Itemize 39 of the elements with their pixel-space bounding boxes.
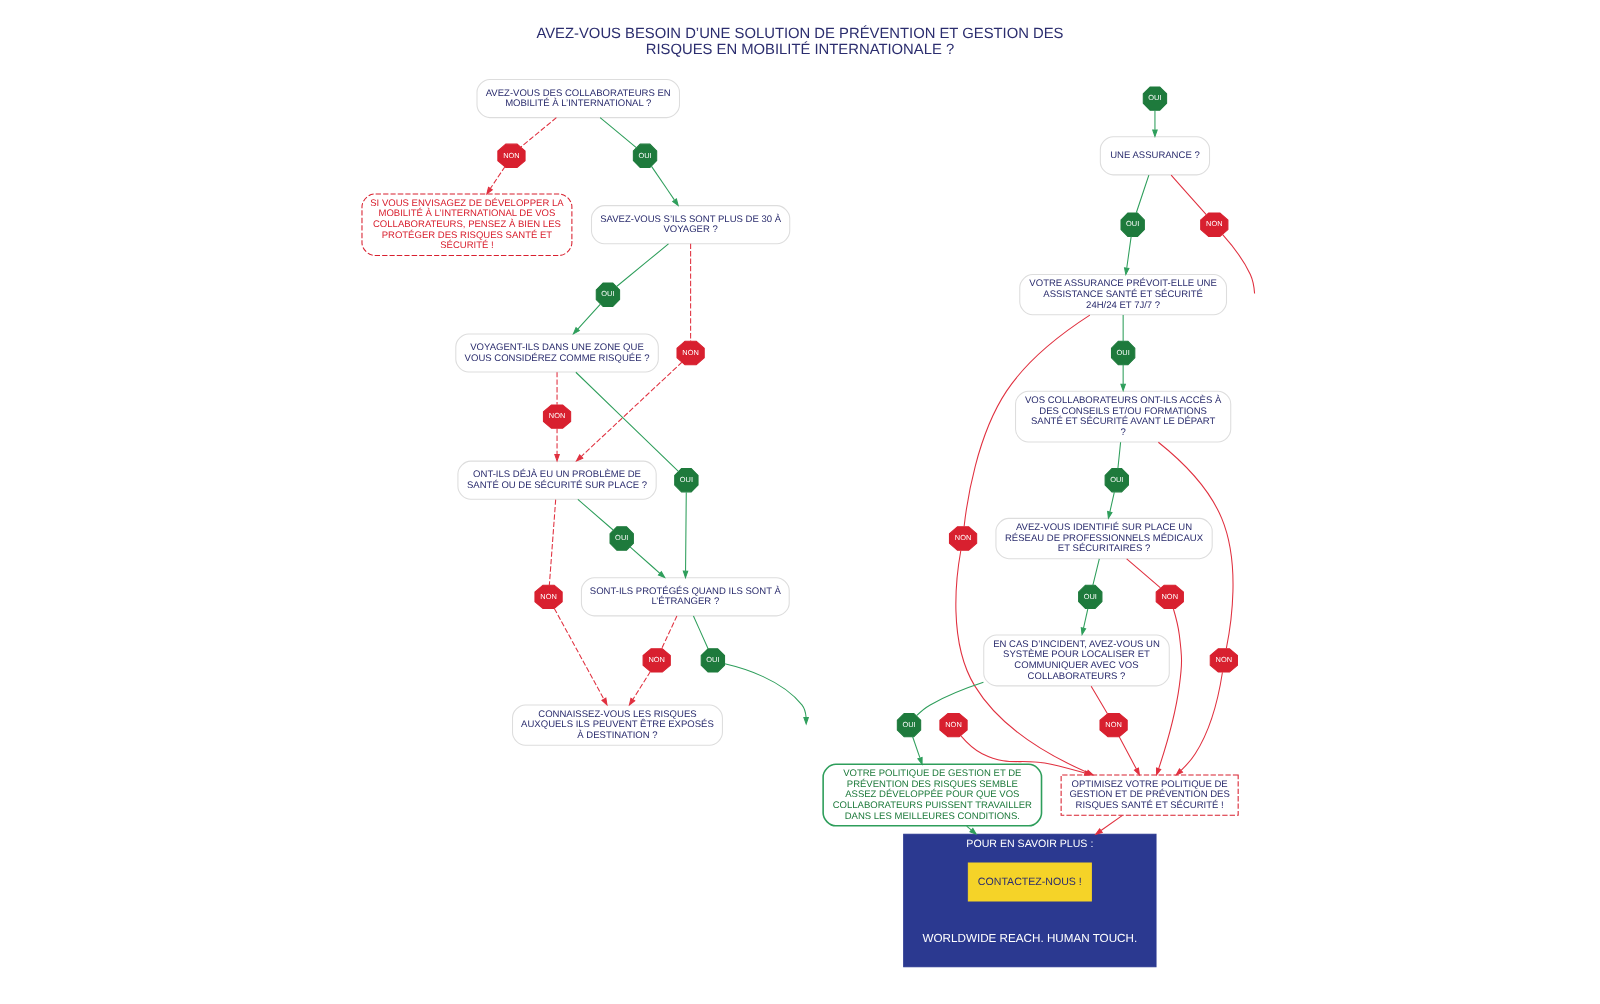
connector: [548, 498, 557, 585]
connector: [963, 313, 1091, 527]
arrow: [629, 545, 666, 578]
connector: [1135, 173, 1150, 213]
connector: [1117, 440, 1122, 468]
connector: [1170, 173, 1207, 215]
arrow: [628, 670, 651, 706]
arrow: [1151, 108, 1158, 137]
connector: [1122, 313, 1124, 341]
arrow: [912, 735, 923, 765]
connector: [556, 370, 558, 405]
arrow: [1107, 490, 1115, 519]
arrow: [1123, 234, 1132, 275]
arrow: [1156, 607, 1183, 776]
arrow: [1094, 813, 1123, 835]
connector: [1126, 557, 1162, 588]
connector: [1092, 557, 1100, 585]
connector: [577, 497, 614, 530]
arrow: [554, 426, 560, 462]
arrow: [572, 302, 601, 335]
arrow: [1080, 607, 1089, 636]
arrow: [1175, 670, 1223, 775]
arrow: [1118, 735, 1141, 776]
arrow: [650, 164, 680, 206]
connector: [1221, 232, 1256, 294]
arrow: [485, 165, 506, 195]
connector: [690, 242, 692, 341]
connector: [916, 680, 984, 716]
connector: [692, 614, 709, 649]
arrow: [553, 607, 608, 706]
arrow: [966, 824, 978, 835]
arrow: [724, 662, 810, 725]
connector: [599, 116, 637, 148]
connector: [616, 242, 669, 286]
connector: [661, 614, 678, 649]
arrow: [682, 490, 689, 579]
connector: [1090, 684, 1108, 714]
connector: [520, 116, 557, 147]
arrow: [1120, 363, 1127, 392]
